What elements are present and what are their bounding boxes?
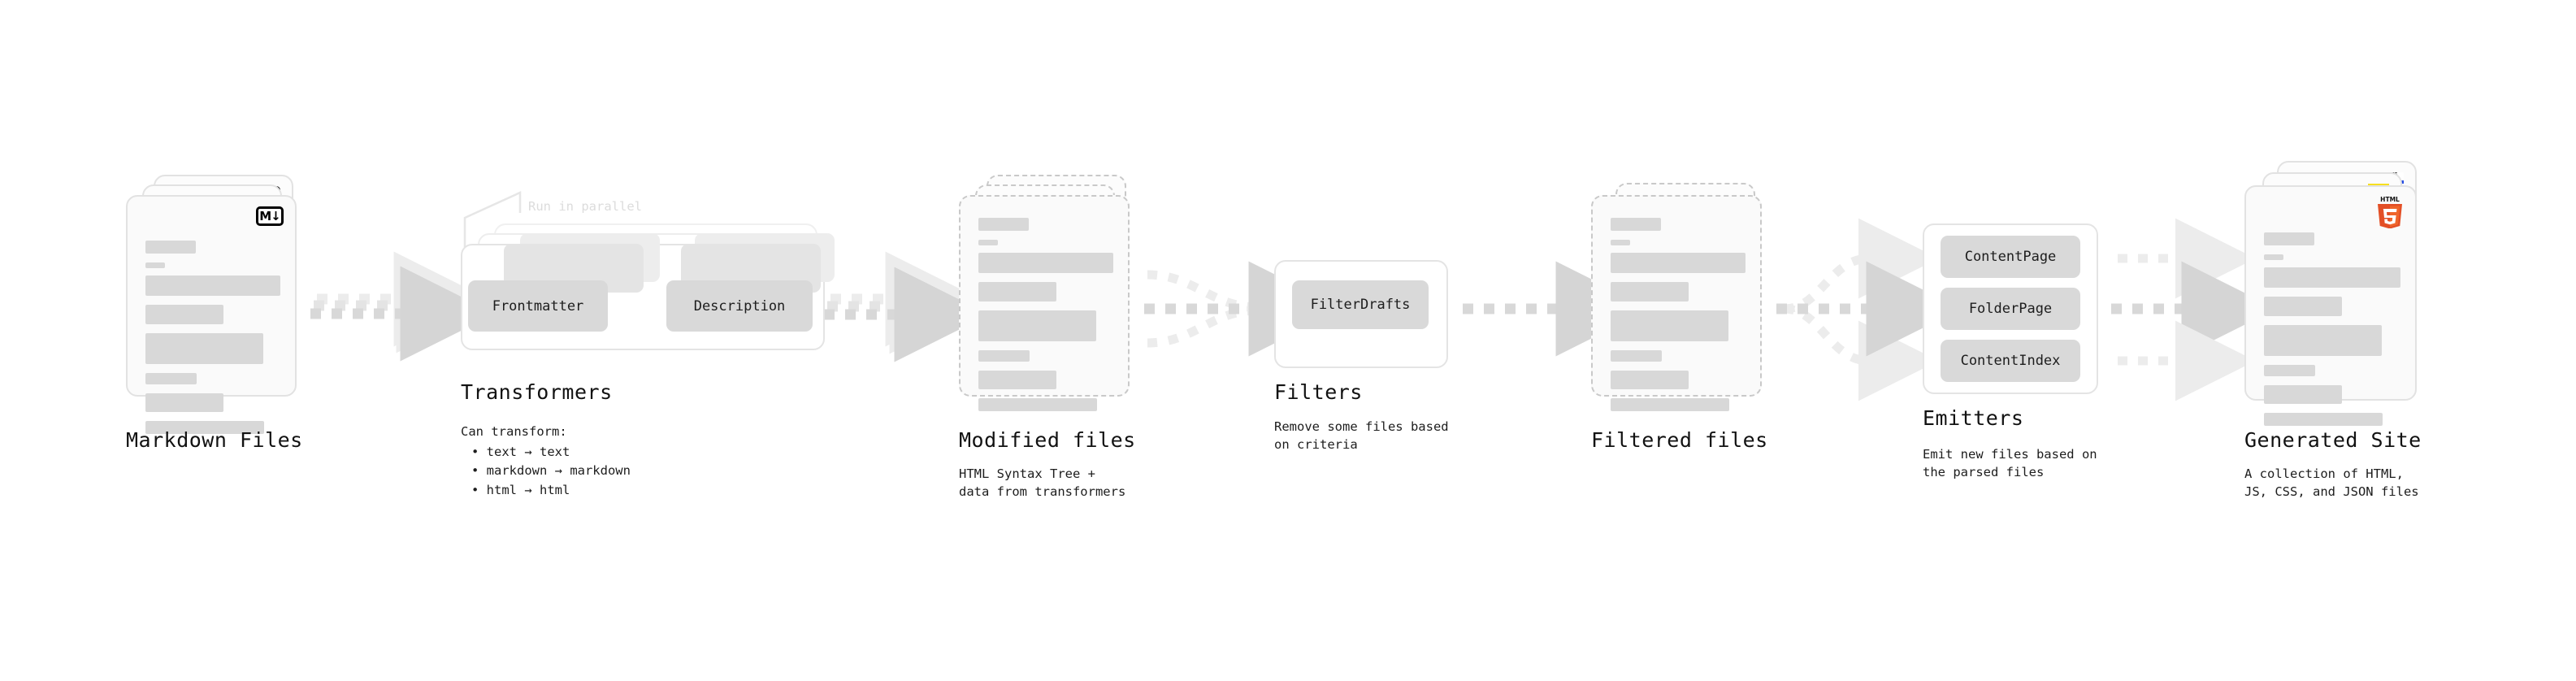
skeleton-bar bbox=[2264, 413, 2383, 426]
skeleton-bar bbox=[2264, 325, 2382, 356]
transformer-pill-frontmatter[interactable]: Frontmatter bbox=[468, 280, 608, 332]
document-skeleton bbox=[145, 241, 280, 443]
skeleton-bar bbox=[1611, 240, 1630, 245]
skeleton-bar bbox=[2264, 385, 2342, 404]
modified-card-front bbox=[959, 195, 1130, 411]
skeleton-bar bbox=[145, 421, 264, 434]
filters-subtitle: Remove some files based on criteria bbox=[1274, 419, 1449, 453]
skeleton-bar bbox=[1611, 282, 1689, 301]
stage-title-filtered-files: Filtered files bbox=[1591, 428, 1768, 452]
pill-label: Description bbox=[693, 297, 786, 314]
skeleton-bar bbox=[2264, 365, 2315, 376]
transformers-subtitle: Can transform: bbox=[461, 424, 567, 439]
emitter-pill-contentpage[interactable]: ContentPage bbox=[1941, 236, 2080, 278]
skeleton-bar bbox=[978, 240, 998, 245]
skeleton-bar bbox=[978, 218, 1029, 231]
list-item: • html → html bbox=[471, 482, 570, 497]
pill-label: FilterDrafts bbox=[1310, 297, 1411, 313]
html5-logo-icon: HTML bbox=[2375, 194, 2405, 229]
skeleton-bar bbox=[978, 282, 1056, 301]
skeleton-bar bbox=[2264, 254, 2283, 260]
arrow-transformers-to-modified bbox=[824, 251, 990, 362]
markdown-card-front: M↓ bbox=[126, 195, 297, 434]
generated-card-front: HTML bbox=[2244, 185, 2417, 426]
svg-text:HTML: HTML bbox=[2380, 196, 2400, 203]
document-skeleton bbox=[1611, 218, 1746, 420]
markdown-logo-icon: M↓ bbox=[256, 206, 284, 226]
document-skeleton bbox=[2264, 232, 2400, 435]
pill-label: FolderPage bbox=[1968, 301, 2053, 317]
skeleton-bar bbox=[1611, 218, 1661, 231]
generated-site-subtitle: A collection of HTML, JS, CSS, and JSON … bbox=[2244, 466, 2419, 500]
skeleton-bar bbox=[145, 373, 197, 384]
modified-files-subtitle: HTML Syntax Tree + data from transformer… bbox=[959, 466, 1126, 500]
skeleton-bar bbox=[1611, 310, 1728, 341]
stage-title-emitters: Emitters bbox=[1923, 406, 2024, 430]
list-item: • markdown → markdown bbox=[471, 463, 631, 479]
skeleton-bar bbox=[2264, 232, 2314, 245]
skeleton-bar bbox=[978, 398, 1097, 411]
stage-title-markdown-files: Markdown Files bbox=[126, 428, 303, 452]
arrow-modified-to-filters bbox=[1144, 261, 1344, 357]
stage-title-modified-files: Modified files bbox=[959, 428, 1136, 452]
skeleton-bar bbox=[2264, 297, 2342, 316]
run-in-parallel-label: Run in parallel bbox=[528, 199, 642, 214]
skeleton-bar bbox=[2264, 267, 2400, 288]
skeleton-bar bbox=[1611, 398, 1729, 411]
transformers-bullet-list: • text → text • markdown → markdown • ht… bbox=[471, 443, 631, 500]
skeleton-bar bbox=[145, 275, 280, 296]
skeleton-bar bbox=[145, 305, 223, 324]
skeleton-bar bbox=[145, 262, 165, 268]
pill-label: Frontmatter bbox=[492, 297, 584, 314]
arrow-filtered-to-emitters bbox=[1776, 218, 1962, 401]
skeleton-bar bbox=[1611, 371, 1689, 389]
skeleton-bar bbox=[978, 253, 1113, 273]
emitter-pill-folderpage[interactable]: FolderPage bbox=[1941, 288, 2080, 330]
arrow-emitters-to-site bbox=[2111, 218, 2277, 401]
filtered-card-front bbox=[1591, 195, 1762, 411]
emitter-pill-contentindex[interactable]: ContentIndex bbox=[1941, 340, 2080, 382]
skeleton-bar bbox=[145, 241, 196, 254]
skeleton-bar bbox=[978, 310, 1096, 341]
stage-title-transformers: Transformers bbox=[461, 380, 613, 404]
skeleton-bar bbox=[1611, 350, 1662, 362]
skeleton-bar bbox=[978, 371, 1056, 389]
skeleton-bar bbox=[145, 333, 263, 364]
skeleton-bar bbox=[145, 393, 223, 412]
pill-label: ContentPage bbox=[1964, 249, 2057, 265]
skeleton-bar bbox=[1611, 253, 1746, 273]
filter-pill-filterdrafts[interactable]: FilterDrafts bbox=[1292, 280, 1429, 329]
stage-title-generated-site: Generated Site bbox=[2244, 428, 2422, 452]
transformer-pill-description[interactable]: Description bbox=[666, 280, 813, 332]
emitters-subtitle: Emit new files based on the parsed files bbox=[1923, 447, 2097, 480]
skeleton-bar bbox=[978, 350, 1030, 362]
pill-label: ContentIndex bbox=[1960, 353, 2061, 369]
stage-title-filters: Filters bbox=[1274, 380, 1363, 404]
document-skeleton bbox=[978, 218, 1113, 420]
arrow-markdown-to-transformers bbox=[310, 251, 496, 362]
list-item: • text → text bbox=[471, 445, 570, 459]
